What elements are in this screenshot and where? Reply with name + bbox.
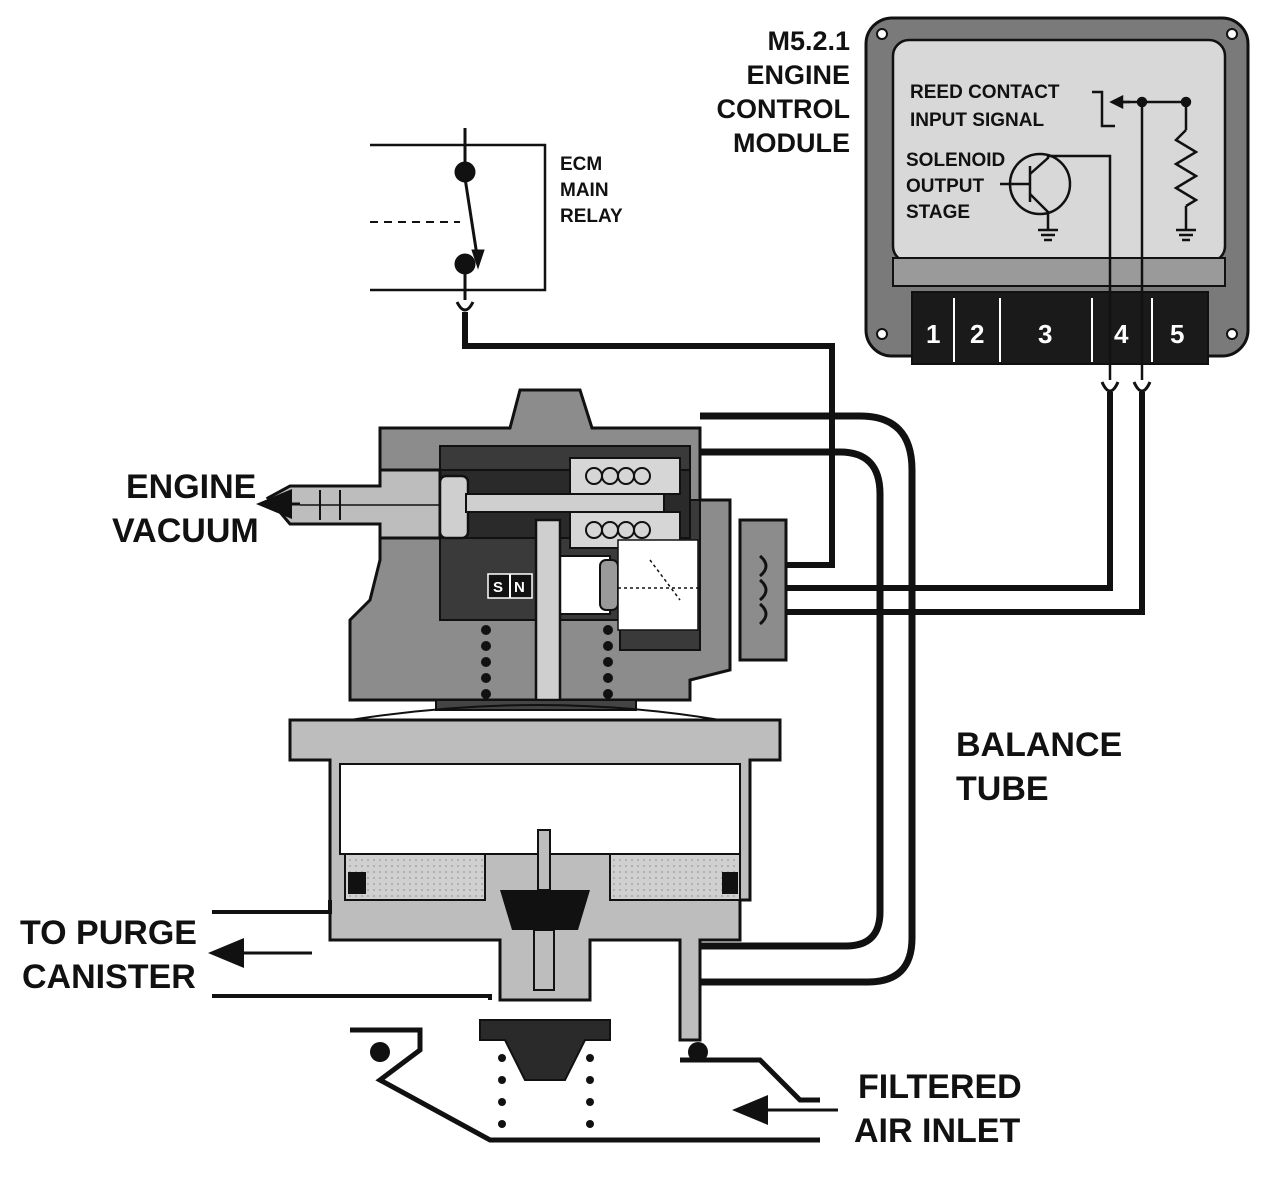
screw-icon — [1226, 28, 1238, 40]
relay-label-relay: RELAY — [560, 206, 623, 227]
transistor-icon — [1000, 152, 1112, 380]
flow-arrows — [208, 489, 838, 1125]
magnet-s-label: S — [493, 579, 503, 596]
reed-input-circuit — [1092, 90, 1199, 380]
air-inlet-label-2: AIR INLET — [854, 1112, 1020, 1150]
ecm-title-line3: CONTROL — [717, 94, 850, 124]
check-valve-left — [344, 853, 486, 901]
screw-icon — [876, 28, 888, 40]
ecm-pin-label: 4 — [1114, 319, 1129, 349]
ecm-connector — [911, 291, 1209, 365]
valve-connector — [738, 518, 788, 662]
engine-vacuum-label-1: ENGINE — [126, 468, 256, 506]
air-inlet-label-1: FILTERED — [858, 1068, 1022, 1106]
ecm-title-line1: M5.2.1 — [767, 26, 850, 56]
balance-tube-label-1: BALANCE — [956, 726, 1122, 764]
resistor-icon — [1173, 129, 1199, 208]
ecm-title-line2: ENGINE — [746, 60, 850, 90]
purge-valve: S N — [212, 388, 820, 1143]
ecm-output-wires — [780, 381, 1152, 615]
ecm-pin-label: 5 — [1170, 319, 1184, 349]
solenoid-stage-label: STAGE — [906, 202, 970, 223]
solenoid-label: SOLENOID — [906, 150, 1005, 171]
purge-label-1: TO PURGE — [20, 914, 197, 952]
engine-vacuum-label-2: VACUUM — [112, 512, 259, 550]
ecm-title-line4: MODULE — [733, 128, 850, 158]
balance-tube — [688, 412, 916, 986]
reed-input-label: INPUT SIGNAL — [910, 110, 1044, 131]
ecm-pin-label: 3 — [1038, 319, 1052, 349]
reed-contact-label: REED CONTACT — [910, 82, 1060, 103]
poppet-valve — [479, 1019, 611, 1081]
purge-label-2: CANISTER — [22, 958, 196, 996]
check-valve-right — [609, 853, 741, 901]
solenoid-output-label: OUTPUT — [906, 176, 985, 197]
spring-icon — [481, 625, 613, 699]
magnet-n-label: N — [514, 579, 525, 596]
solenoid-coil — [569, 457, 681, 495]
screw-icon — [1226, 328, 1238, 340]
ecm-pin-label: 1 — [926, 319, 940, 349]
relay-label-ecm: ECM — [560, 154, 602, 175]
ecm-main-relay — [370, 128, 835, 568]
ecm-module: 1 2 3 4 5 — [864, 16, 1250, 380]
balance-tube-label-2: TUBE — [956, 770, 1049, 808]
ecm-band — [892, 257, 1226, 287]
screw-icon — [876, 328, 888, 340]
relay-label-main: MAIN — [560, 180, 609, 201]
ecm-pin-label: 2 — [970, 319, 984, 349]
